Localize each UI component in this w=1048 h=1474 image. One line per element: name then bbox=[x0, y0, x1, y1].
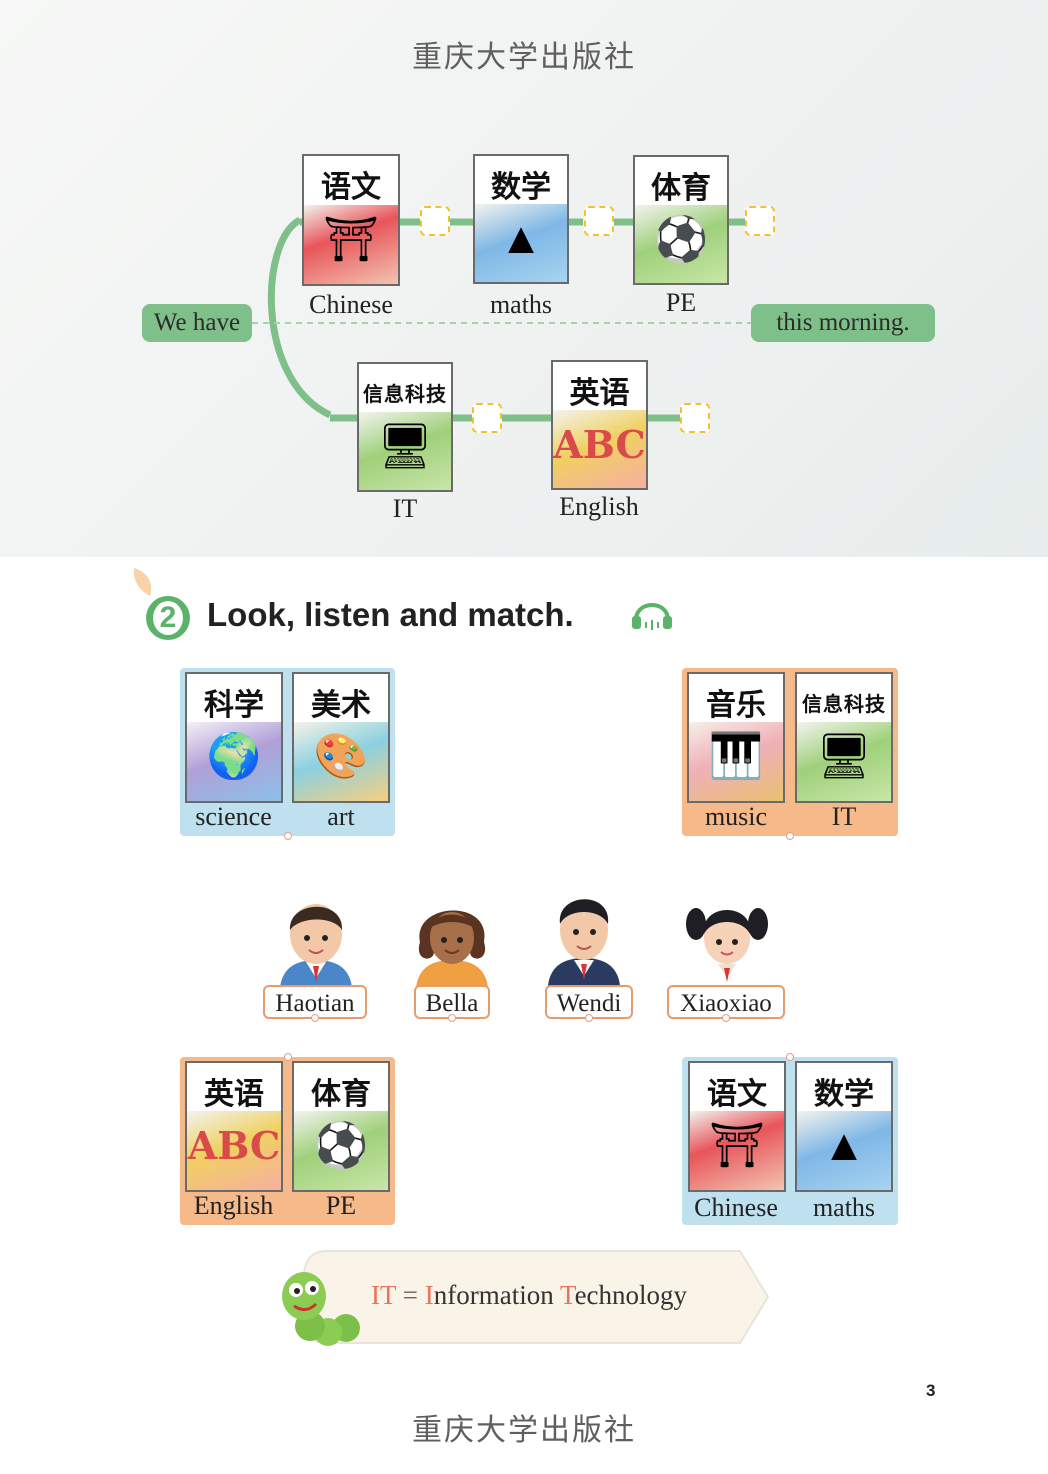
we-have-label: We have bbox=[142, 304, 252, 342]
tip-letter-t: T bbox=[559, 1280, 575, 1310]
music-notes-icon: 🎹 bbox=[708, 732, 764, 782]
card-group-chinese-maths[interactable]: 语文 ⛩ 数学 ▲ Chinese maths bbox=[682, 1053, 898, 1225]
tip-letter-i: I bbox=[424, 1280, 434, 1310]
headphones-icon[interactable] bbox=[630, 592, 674, 632]
subject-card-pe: 体育 ⚽ bbox=[292, 1061, 390, 1192]
subject-card-chinese: 语文 ⛩ bbox=[302, 154, 400, 286]
subject-card-maths: 数学 ▲ bbox=[473, 154, 569, 284]
subject-card-it: 信息科技 🖥 bbox=[795, 672, 893, 803]
tip-text: IT = Information Technology bbox=[371, 1280, 687, 1311]
match-dot[interactable] bbox=[585, 1014, 593, 1022]
card-title: 英语 bbox=[204, 1077, 264, 1112]
card-title: 语文 bbox=[707, 1077, 767, 1112]
blank-slot[interactable] bbox=[472, 403, 502, 433]
pagoda-icon: ⛩ bbox=[323, 214, 379, 264]
subject-label-pe: PE bbox=[325, 1191, 357, 1220]
card-title: 语文 bbox=[321, 170, 381, 205]
blank-slot[interactable] bbox=[584, 206, 614, 236]
blocks-icon: ▲ bbox=[822, 1121, 866, 1171]
activity-number: 2 bbox=[159, 601, 177, 634]
child-xiaoxiao-portrait bbox=[686, 894, 768, 988]
tip-word-information: nformation bbox=[433, 1280, 560, 1310]
balls-icon: ⚽ bbox=[653, 214, 709, 264]
card-title: 音乐 bbox=[706, 688, 766, 723]
subject-label-it: IT bbox=[392, 494, 418, 523]
abc-icon: ABC bbox=[187, 1123, 281, 1169]
subject-card-maths: 数学 ▲ bbox=[795, 1061, 893, 1192]
subject-card-art: 美术 🎨 bbox=[292, 672, 390, 803]
computer-icon: 🖥 bbox=[377, 421, 433, 471]
subject-card-chinese: 语文 ⛩ bbox=[688, 1061, 786, 1192]
tip-equals: = bbox=[396, 1280, 425, 1310]
subject-label-maths: maths bbox=[812, 1193, 876, 1222]
subject-label-it: IT bbox=[831, 802, 857, 831]
subject-card-english: 英语 ABC bbox=[551, 360, 648, 490]
child-haotian-portrait bbox=[276, 890, 356, 988]
activity-number-badge: 2 bbox=[146, 596, 190, 640]
card-title: 数学 bbox=[814, 1077, 874, 1112]
blocks-icon: ▲ bbox=[499, 213, 543, 263]
card-title: 体育 bbox=[311, 1077, 371, 1112]
card-group-english-pe[interactable]: 英语 ABC 体育 ⚽ English PE bbox=[180, 1053, 395, 1225]
card-group-music-it[interactable]: 音乐 🎹 信息科技 🖥 music IT bbox=[682, 668, 898, 840]
card-title: 信息科技 bbox=[802, 692, 886, 716]
subject-card-it: 信息科技 🖥 bbox=[357, 362, 453, 492]
tip-abbrev: IT bbox=[371, 1280, 396, 1310]
match-dot[interactable] bbox=[284, 1053, 292, 1061]
publisher-footer: 重庆大学出版社 bbox=[412, 1413, 636, 1448]
subject-card-english: 英语 ABC bbox=[185, 1061, 283, 1192]
card-title: 体育 bbox=[651, 171, 711, 206]
subject-label-maths: maths bbox=[489, 290, 553, 319]
match-dot[interactable] bbox=[448, 1014, 456, 1022]
match-dot[interactable] bbox=[786, 832, 794, 840]
subject-label-chinese: Chinese bbox=[309, 290, 393, 319]
subject-label-art: art bbox=[327, 802, 355, 831]
computer-icon: 🖥 bbox=[816, 732, 872, 782]
name-tag-haotian: Haotian bbox=[263, 985, 367, 1019]
match-dot[interactable] bbox=[311, 1014, 319, 1022]
card-title: 信息科技 bbox=[363, 382, 447, 406]
subject-label-english: English bbox=[559, 492, 639, 521]
subject-label-pe: PE bbox=[665, 288, 697, 317]
this-morning-label: this morning. bbox=[751, 304, 935, 342]
balls-icon: ⚽ bbox=[313, 1121, 369, 1171]
pagoda-icon: ⛩ bbox=[709, 1121, 765, 1171]
blank-slot[interactable] bbox=[420, 206, 450, 236]
activity-title: Look, listen and match. bbox=[207, 596, 574, 633]
palette-icon: 🎨 bbox=[313, 732, 369, 782]
page-number: 3 bbox=[926, 1381, 936, 1400]
match-dot[interactable] bbox=[284, 832, 292, 840]
match-dot[interactable] bbox=[786, 1053, 794, 1061]
card-title: 英语 bbox=[569, 376, 630, 411]
card-title: 科学 bbox=[204, 688, 264, 723]
publisher-header: 重庆大学出版社 bbox=[412, 40, 636, 75]
subject-label-music: music bbox=[704, 802, 768, 831]
card-group-science-art[interactable]: 科学 🌍 美术 🎨 science art bbox=[180, 668, 395, 840]
child-bella-portrait bbox=[410, 892, 494, 988]
tip-word-technology: echnology bbox=[574, 1280, 688, 1310]
subject-label-science: science bbox=[195, 802, 272, 831]
card-title: 数学 bbox=[491, 170, 551, 205]
abc-icon: ABC bbox=[553, 421, 646, 467]
subject-label-chinese: Chinese bbox=[694, 1193, 778, 1222]
blank-slot[interactable] bbox=[745, 206, 775, 236]
match-dot[interactable] bbox=[722, 1014, 730, 1022]
blank-slot[interactable] bbox=[680, 403, 710, 433]
child-wendi-portrait bbox=[546, 886, 622, 986]
butterfly-icon bbox=[130, 566, 156, 600]
subject-card-pe: 体育 ⚽ bbox=[633, 155, 729, 285]
subject-label-english: English bbox=[193, 1191, 274, 1220]
name-tag-wendi: Wendi bbox=[545, 985, 633, 1019]
subject-card-music: 音乐 🎹 bbox=[687, 672, 785, 803]
card-title: 美术 bbox=[311, 688, 371, 723]
globe-icon: 🌍 bbox=[206, 732, 262, 782]
caterpillar-icon bbox=[276, 1266, 366, 1350]
subject-card-science: 科学 🌍 bbox=[185, 672, 283, 803]
